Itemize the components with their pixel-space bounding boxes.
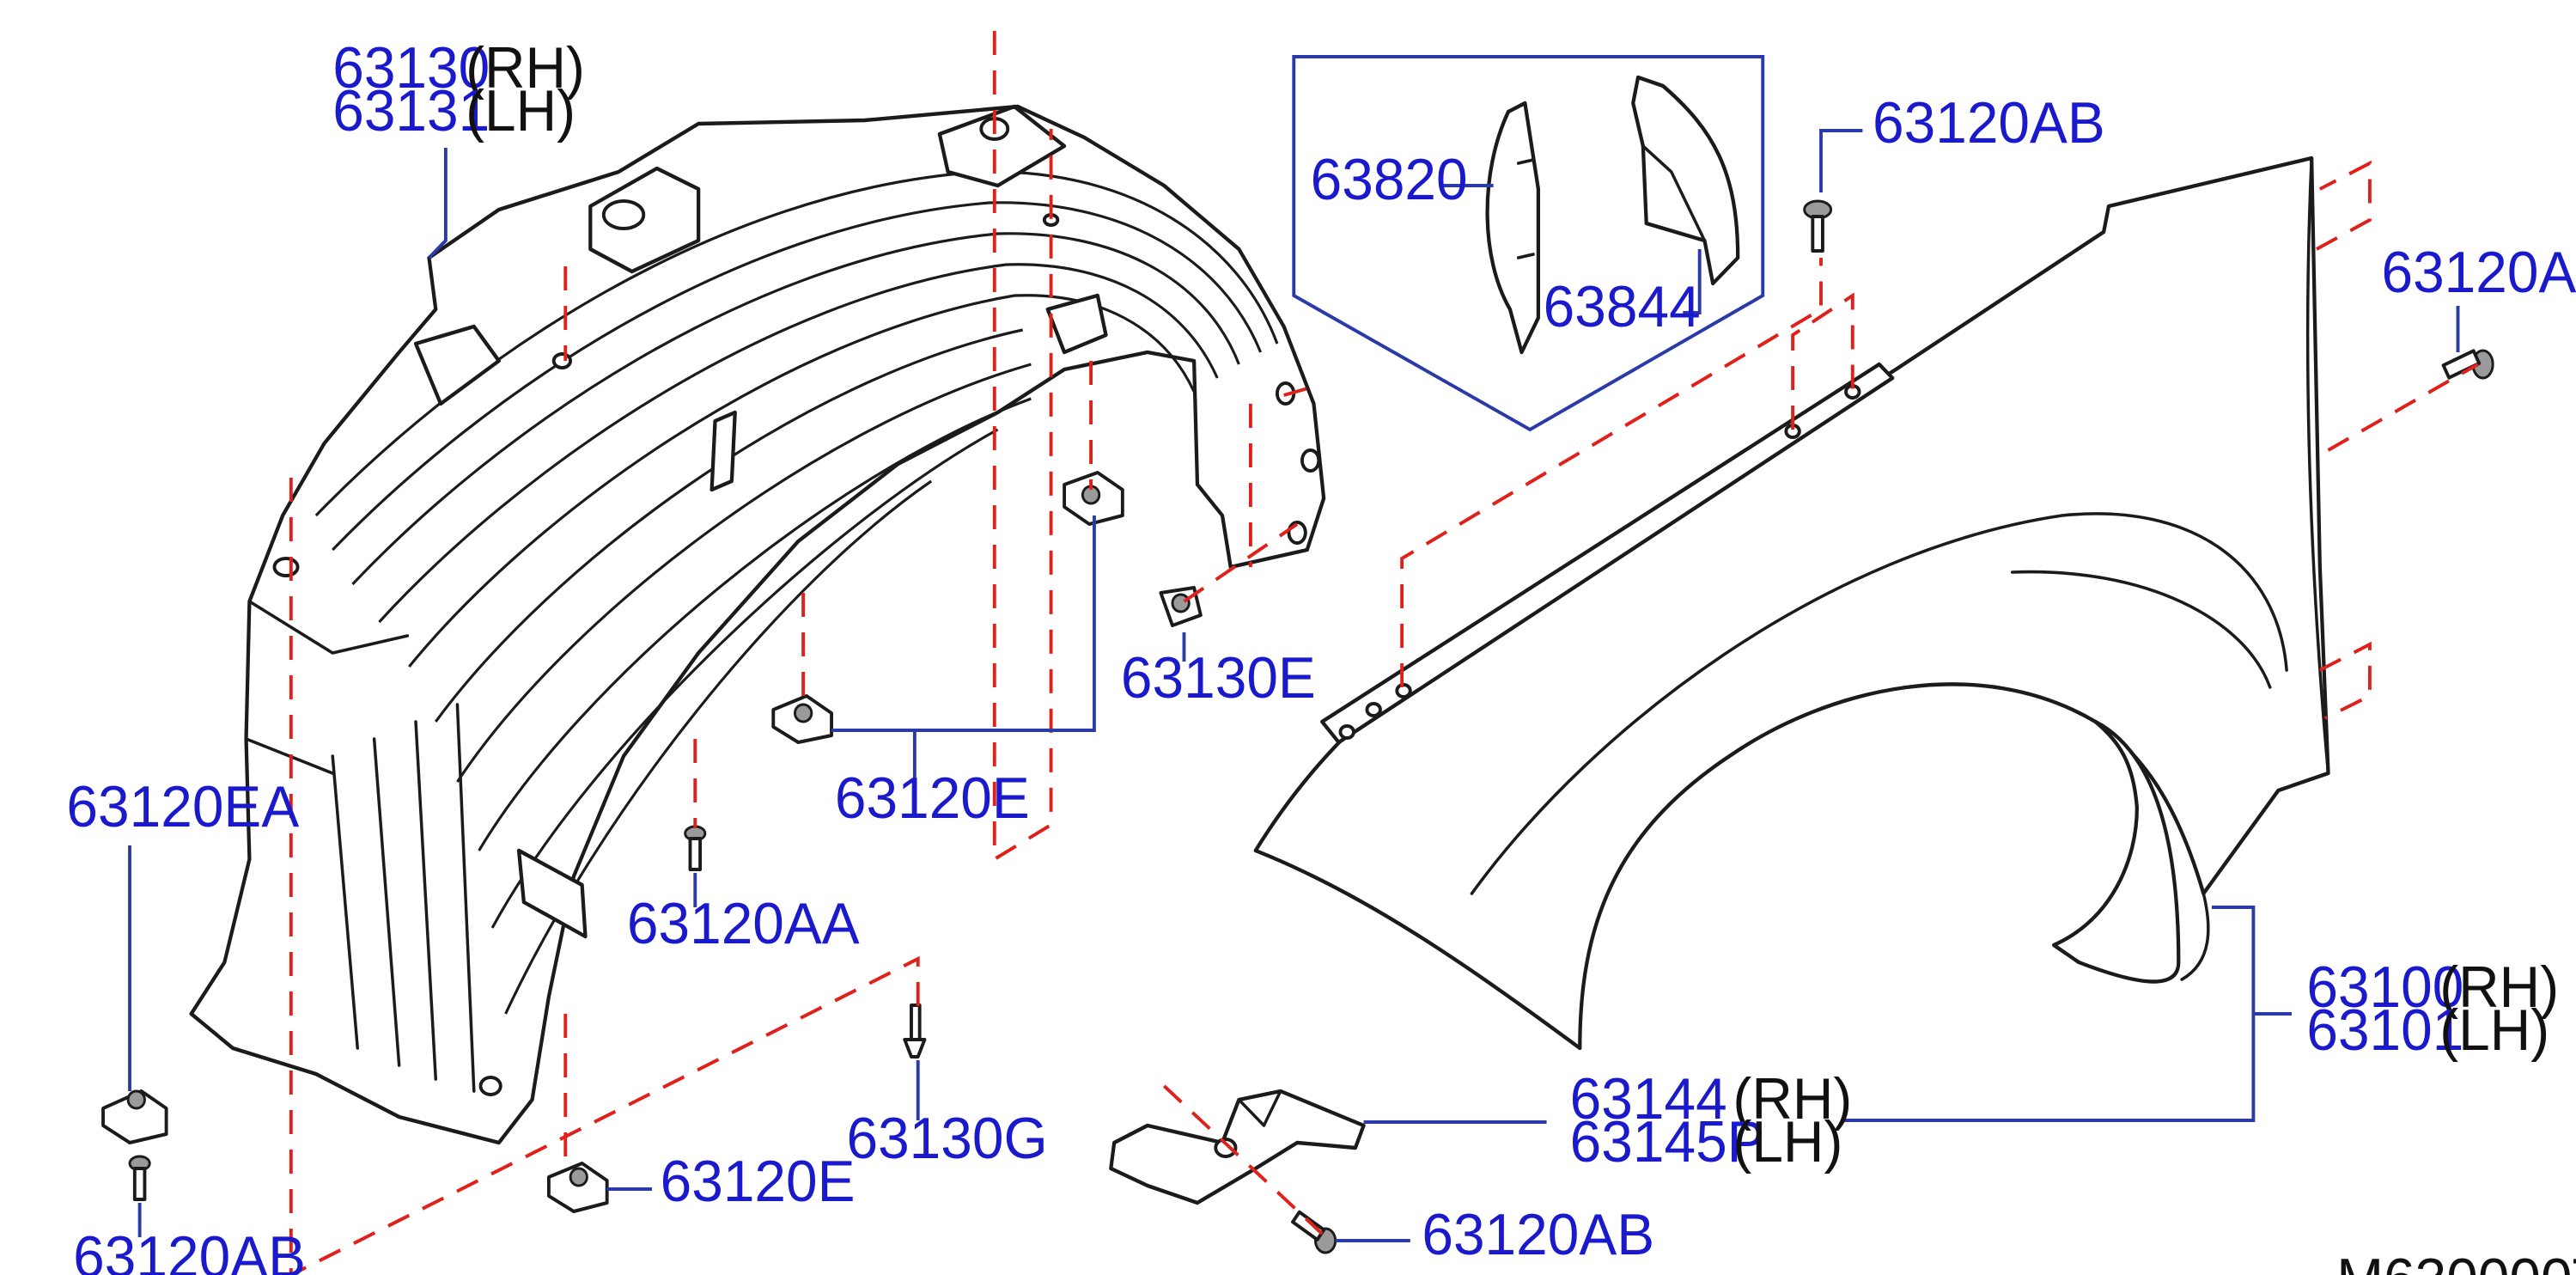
label-63130E: 63130E [1121, 645, 1316, 711]
label-63120AA: 63120AA [627, 891, 860, 956]
label-63131-number: 63131 [332, 78, 490, 143]
label-63120EA: 63120EA [66, 774, 299, 839]
seal-63844 [1631, 75, 1740, 286]
diagram-code: M630000T [2336, 1247, 2576, 1275]
alignment-lines [289, 31, 2479, 1275]
label-63820: 63820 [1311, 147, 1468, 212]
part-labels: 63130 (RH) 63131 (LH) 63820 63844 63120A… [66, 35, 2576, 1275]
label-63120E-bottom: 63120E [661, 1149, 856, 1214]
fender-liner [189, 104, 1326, 1145]
label-63145P-number: 63145P [1570, 1109, 1765, 1174]
label-63120A: 63120A [2381, 240, 2576, 305]
label-63120AB-left: 63120AB [73, 1224, 306, 1275]
label-63144-side: (RH) [1733, 1066, 1852, 1132]
fender-bracket [1109, 1089, 1366, 1205]
hardware [101, 199, 2494, 1254]
label-63130-number: 63130 [332, 35, 490, 101]
label-63130G: 63130G [846, 1106, 1047, 1171]
label-63120AB-bottom: 63120AB [1422, 1202, 1654, 1267]
label-63101-side: (LH) [2439, 997, 2549, 1063]
label-63120AB-top: 63120AB [1873, 90, 2105, 156]
label-63100-side: (RH) [2439, 955, 2559, 1020]
seal-63820 [1485, 101, 1541, 355]
label-63131-side: (LH) [466, 78, 575, 143]
leader-lines [128, 129, 2460, 1242]
label-63844: 63844 [1544, 274, 1701, 339]
inset-box [1292, 55, 1765, 432]
label-63100-number: 63100 [2306, 955, 2463, 1020]
label-63101-number: 63101 [2306, 997, 2463, 1063]
label-63144-number: 63144 [1570, 1066, 1727, 1132]
label-63120E-mid: 63120E [835, 766, 1030, 831]
label-63130-side: (RH) [466, 35, 585, 101]
front-fender [1253, 156, 2330, 1051]
label-63145P-side: (LH) [1733, 1109, 1842, 1174]
